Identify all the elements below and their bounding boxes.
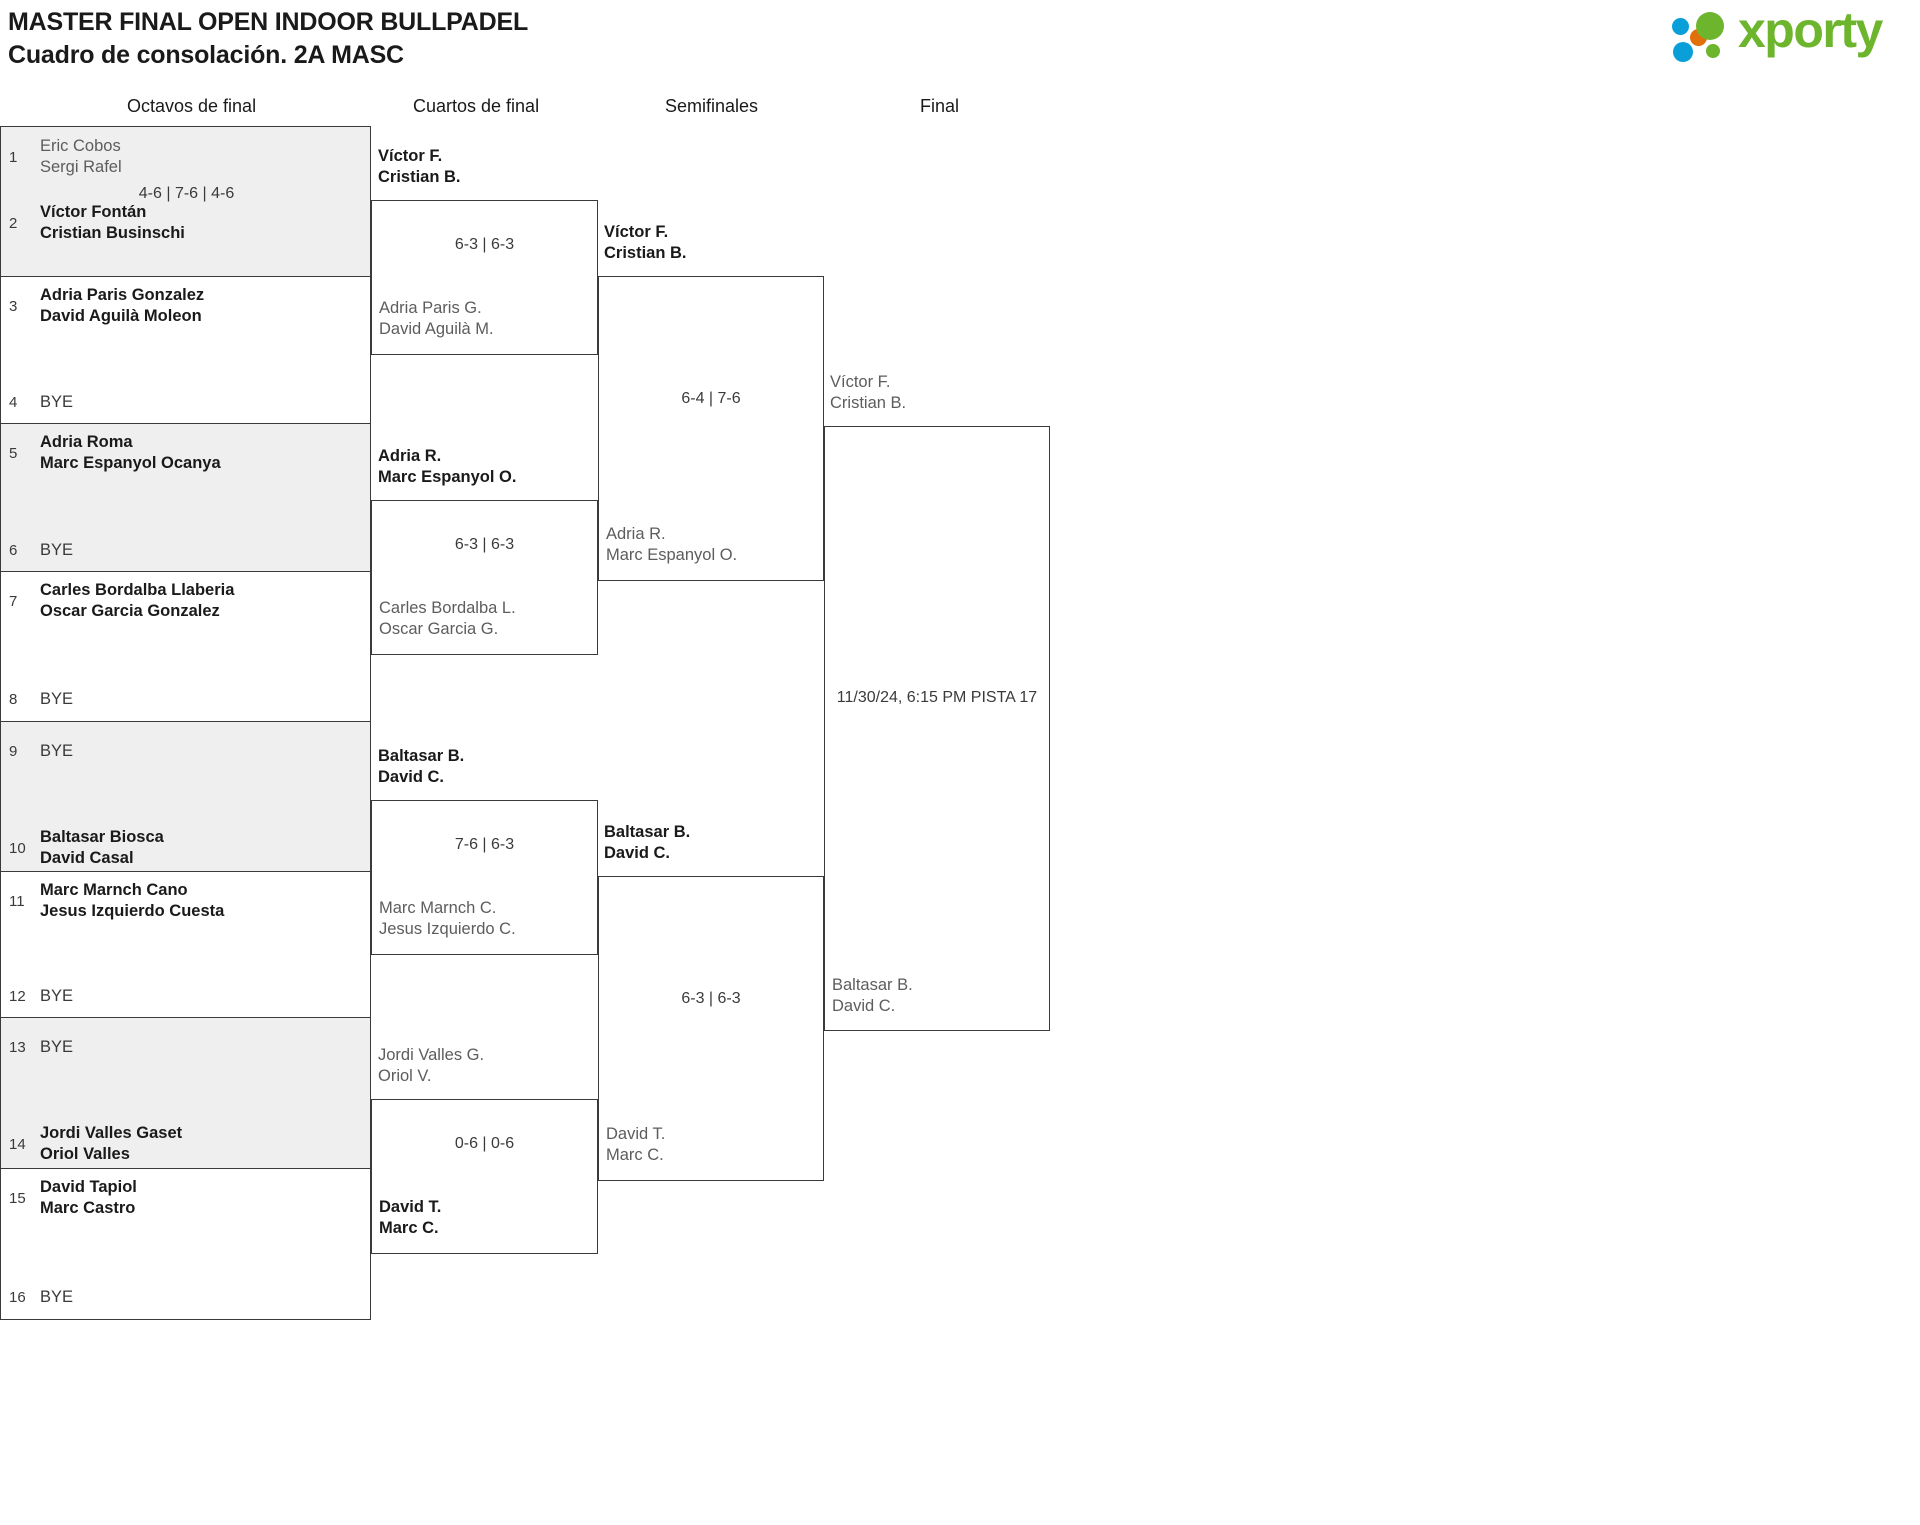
final-schedule: 11/30/24, 6:15 PM PISTA 17 bbox=[836, 689, 1038, 706]
seed-number: 2 bbox=[9, 214, 18, 232]
seed-number: 4 bbox=[9, 394, 18, 412]
round-header-final: Final bbox=[920, 96, 960, 116]
sf-1-score: 6-4 | 7-6 bbox=[681, 390, 741, 407]
tournament-name: MASTER FINAL OPEN INDOOR BULLPADEL bbox=[8, 8, 529, 36]
qf-2-score: 6-3 | 6-3 bbox=[454, 536, 515, 553]
round-header-octavos: Octavos de final bbox=[127, 96, 257, 116]
player-names: BYE bbox=[40, 393, 74, 411]
seed-number: 3 bbox=[9, 297, 18, 315]
player-names: BYE bbox=[40, 742, 74, 760]
logo-dots-icon bbox=[1672, 12, 1734, 64]
r16-slot-seed-8[interactable]: 8 BYE bbox=[9, 689, 73, 710]
qf-3-top-team[interactable]: Baltasar B.David C. bbox=[378, 747, 465, 787]
qf-match-3[interactable]: 7-6 | 6-3 Marc Marnch C.Jesus Izquierdo … bbox=[371, 800, 598, 955]
sf-2-top-team[interactable]: Baltasar B.David C. bbox=[604, 823, 691, 863]
r16-slot-seed-9[interactable]: 9 BYE bbox=[9, 741, 73, 762]
qf-1-bottom-team[interactable]: Adria Paris G.David Aguilà M. bbox=[379, 299, 494, 339]
qf-1-score: 6-3 | 6-3 bbox=[454, 236, 515, 253]
seed-number: 12 bbox=[9, 988, 26, 1006]
r16-slot-seed-12[interactable]: 12 BYE bbox=[9, 986, 73, 1007]
r16-score-1: 4-6 | 7-6 | 4-6 bbox=[138, 185, 235, 202]
qf-match-2[interactable]: 6-3 | 6-3 Carles Bordalba L.Oscar Garcia… bbox=[371, 500, 598, 655]
r16-slot-seed-6[interactable]: 6 BYE bbox=[9, 540, 73, 561]
seed-number: 13 bbox=[9, 1039, 26, 1057]
player-names: BYE bbox=[40, 690, 74, 708]
final-match[interactable]: 11/30/24, 6:15 PM PISTA 17 Baltasar B.Da… bbox=[824, 426, 1050, 1031]
r16-slot-seed-16[interactable]: 16 BYE bbox=[9, 1287, 73, 1308]
qf-3-bottom-team[interactable]: Marc Marnch C.Jesus Izquierdo C. bbox=[379, 899, 516, 939]
qf-4-bottom-team[interactable]: David T.Marc C. bbox=[379, 1198, 442, 1238]
sf-2-score: 6-3 | 6-3 bbox=[681, 990, 741, 1007]
qf-match-4[interactable]: 0-6 | 0-6 David T.Marc C. bbox=[371, 1099, 598, 1254]
seed-number: 10 bbox=[9, 839, 26, 857]
qf-match-1[interactable]: 6-3 | 6-3 Adria Paris G.David Aguilà M. bbox=[371, 200, 598, 355]
logo-wordmark: xporty bbox=[1738, 2, 1883, 58]
logo-dot-green-small bbox=[1706, 44, 1720, 58]
seed-number: 14 bbox=[9, 1135, 26, 1153]
sf-1-bottom-team[interactable]: Adria R.Marc Espanyol O. bbox=[606, 525, 738, 565]
logo-dot-blue-top bbox=[1672, 18, 1689, 35]
seed-number: 11 bbox=[9, 892, 25, 910]
sf-match-2[interactable]: 6-3 | 6-3 David T.Marc C. bbox=[598, 876, 824, 1181]
final-bottom-team[interactable]: Baltasar B.David C. bbox=[832, 976, 913, 1016]
xporty-logo: xporty bbox=[1672, 2, 1902, 66]
r16-slot-seed-13[interactable]: 13 BYE bbox=[9, 1037, 73, 1058]
final-top-team[interactable]: Víctor F.Cristian B. bbox=[830, 373, 907, 413]
seed-number: 5 bbox=[9, 444, 18, 462]
qf-4-top-team[interactable]: Jordi Valles G.Oriol V. bbox=[378, 1046, 485, 1086]
round-header-cuartos: Cuartos de final bbox=[413, 96, 540, 116]
round-header-semifinales: Semifinales bbox=[665, 96, 759, 116]
player-names: BYE bbox=[40, 987, 74, 1005]
player-names: BYE bbox=[40, 541, 74, 559]
qf-2-bottom-team[interactable]: Carles Bordalba L.Oscar Garcia G. bbox=[379, 599, 516, 639]
sf-2-bottom-team[interactable]: David T.Marc C. bbox=[606, 1125, 666, 1165]
seed-number: 8 bbox=[9, 691, 18, 709]
seed-number: 7 bbox=[9, 592, 18, 610]
sf-1-top-team[interactable]: Víctor F.Cristian B. bbox=[604, 223, 687, 263]
player-names: BYE bbox=[40, 1288, 74, 1306]
seed-number: 16 bbox=[9, 1289, 26, 1307]
player-names: BYE bbox=[40, 1038, 74, 1056]
qf-4-score: 0-6 | 0-6 bbox=[454, 1135, 515, 1152]
seed-number: 9 bbox=[9, 743, 18, 761]
qf-1-top-team[interactable]: Víctor F.Cristian B. bbox=[378, 147, 461, 187]
logo-dot-blue-bottom bbox=[1673, 42, 1693, 62]
seed-number: 1 bbox=[9, 148, 18, 166]
seed-number: 15 bbox=[9, 1189, 26, 1207]
bracket-subtitle: Cuadro de consolación. 2A MASC bbox=[8, 41, 404, 69]
seed-number: 6 bbox=[9, 542, 18, 560]
qf-3-score: 7-6 | 6-3 bbox=[454, 836, 515, 853]
page-title: MASTER FINAL OPEN INDOOR BULLPADEL Cuadr… bbox=[8, 6, 528, 72]
r16-slot-seed-4[interactable]: 4 BYE bbox=[9, 392, 73, 413]
logo-dot-green-large bbox=[1696, 12, 1724, 40]
sf-match-1[interactable]: 6-4 | 7-6 Adria R.Marc Espanyol O. bbox=[598, 276, 824, 581]
qf-2-top-team[interactable]: Adria R.Marc Espanyol O. bbox=[378, 447, 517, 487]
